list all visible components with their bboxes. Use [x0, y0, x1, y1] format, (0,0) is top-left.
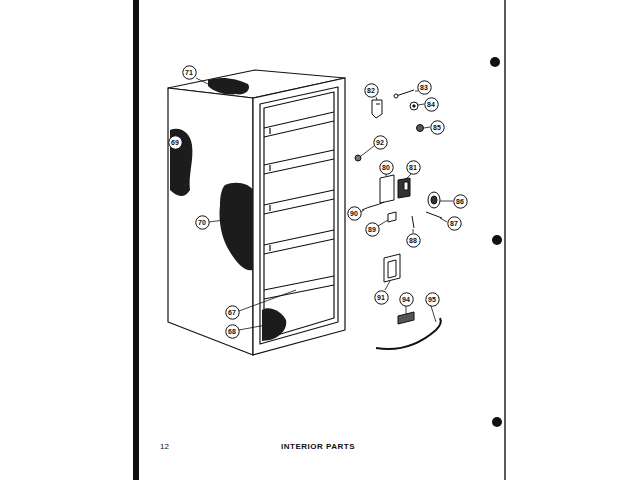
callout-number: 94 — [399, 296, 414, 303]
callout-number: 84 — [424, 101, 439, 108]
callout-number: 92 — [373, 139, 388, 146]
callout-number: 71 — [182, 69, 197, 76]
callout-number: 82 — [364, 87, 379, 94]
callout-number: 70 — [195, 219, 210, 226]
callout-number: 80 — [379, 164, 394, 171]
callout-number: 87 — [447, 220, 462, 227]
callout-circle: 85 — [430, 120, 445, 135]
callout-number: 68 — [225, 328, 240, 335]
callout-circle: 84 — [424, 97, 439, 112]
callout-circle: 69 — [168, 135, 183, 150]
callout-circle: 92 — [373, 135, 388, 150]
callout-circle: 80 — [379, 160, 394, 175]
callout-circle: 86 — [453, 194, 468, 209]
callout-circle: 91 — [374, 290, 389, 305]
callout-circle: 83 — [417, 80, 432, 95]
callout-circle: 87 — [447, 216, 462, 231]
callout-circle: 88 — [406, 233, 421, 248]
callout-circle: 81 — [406, 160, 421, 175]
callout-number: 88 — [406, 237, 421, 244]
callout-circle: 82 — [364, 83, 379, 98]
callout-number: 91 — [374, 294, 389, 301]
callout-circle: 90 — [347, 206, 362, 221]
callout-circle: 95 — [425, 292, 440, 307]
callout-number: 81 — [406, 164, 421, 171]
callout-circle: 70 — [195, 215, 210, 230]
callout-circle: 89 — [365, 222, 380, 237]
callout-number: 89 — [365, 226, 380, 233]
callout-number: 67 — [225, 309, 240, 316]
callout-circle: 67 — [225, 305, 240, 320]
callout-circle: 71 — [182, 65, 197, 80]
callout-number: 86 — [453, 198, 468, 205]
page-number: 12 — [160, 442, 169, 451]
callout-number: 83 — [417, 84, 432, 91]
callout-number: 90 — [347, 210, 362, 217]
callout-number: 85 — [430, 124, 445, 131]
callout-number: 95 — [425, 296, 440, 303]
callout-circle: 68 — [225, 324, 240, 339]
caption: INTERIOR PARTS — [281, 442, 355, 451]
callout-circle: 94 — [399, 292, 414, 307]
callout-number: 69 — [168, 139, 183, 146]
